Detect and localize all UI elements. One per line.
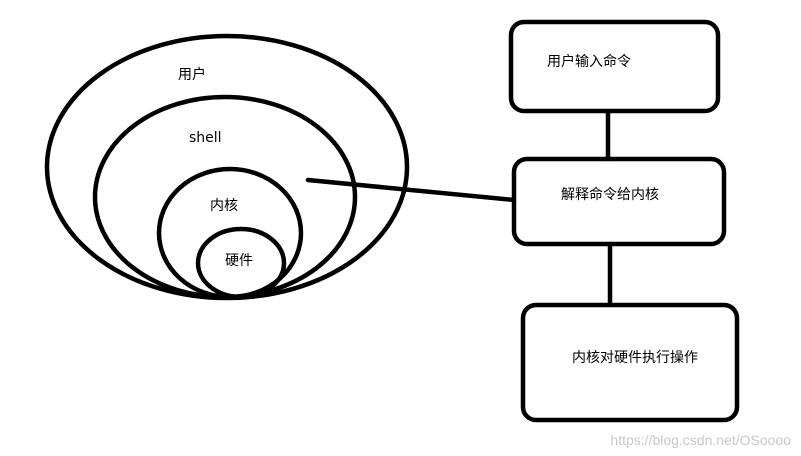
step-box-execute xyxy=(520,302,740,423)
step-label-interpret: 解释命令给内核 xyxy=(561,186,659,203)
step-label-input: 用户输入命令 xyxy=(547,53,631,70)
hardware-layer-label: 硬件 xyxy=(225,253,253,269)
user-layer-label: 用户 xyxy=(178,66,206,83)
kernel-layer-label: 内核 xyxy=(210,198,238,214)
watermark-text: https://blog.csdn.net/OSoooo xyxy=(610,432,791,448)
shell-to-interpret-connector xyxy=(305,177,517,203)
step-label-execute: 内核对硬件执行操作 xyxy=(572,350,698,366)
hardware-layer-ellipse xyxy=(195,226,287,300)
step-box-input xyxy=(508,19,721,114)
shell-layer-label: shell xyxy=(189,130,222,146)
step-box-interpret xyxy=(511,156,727,247)
